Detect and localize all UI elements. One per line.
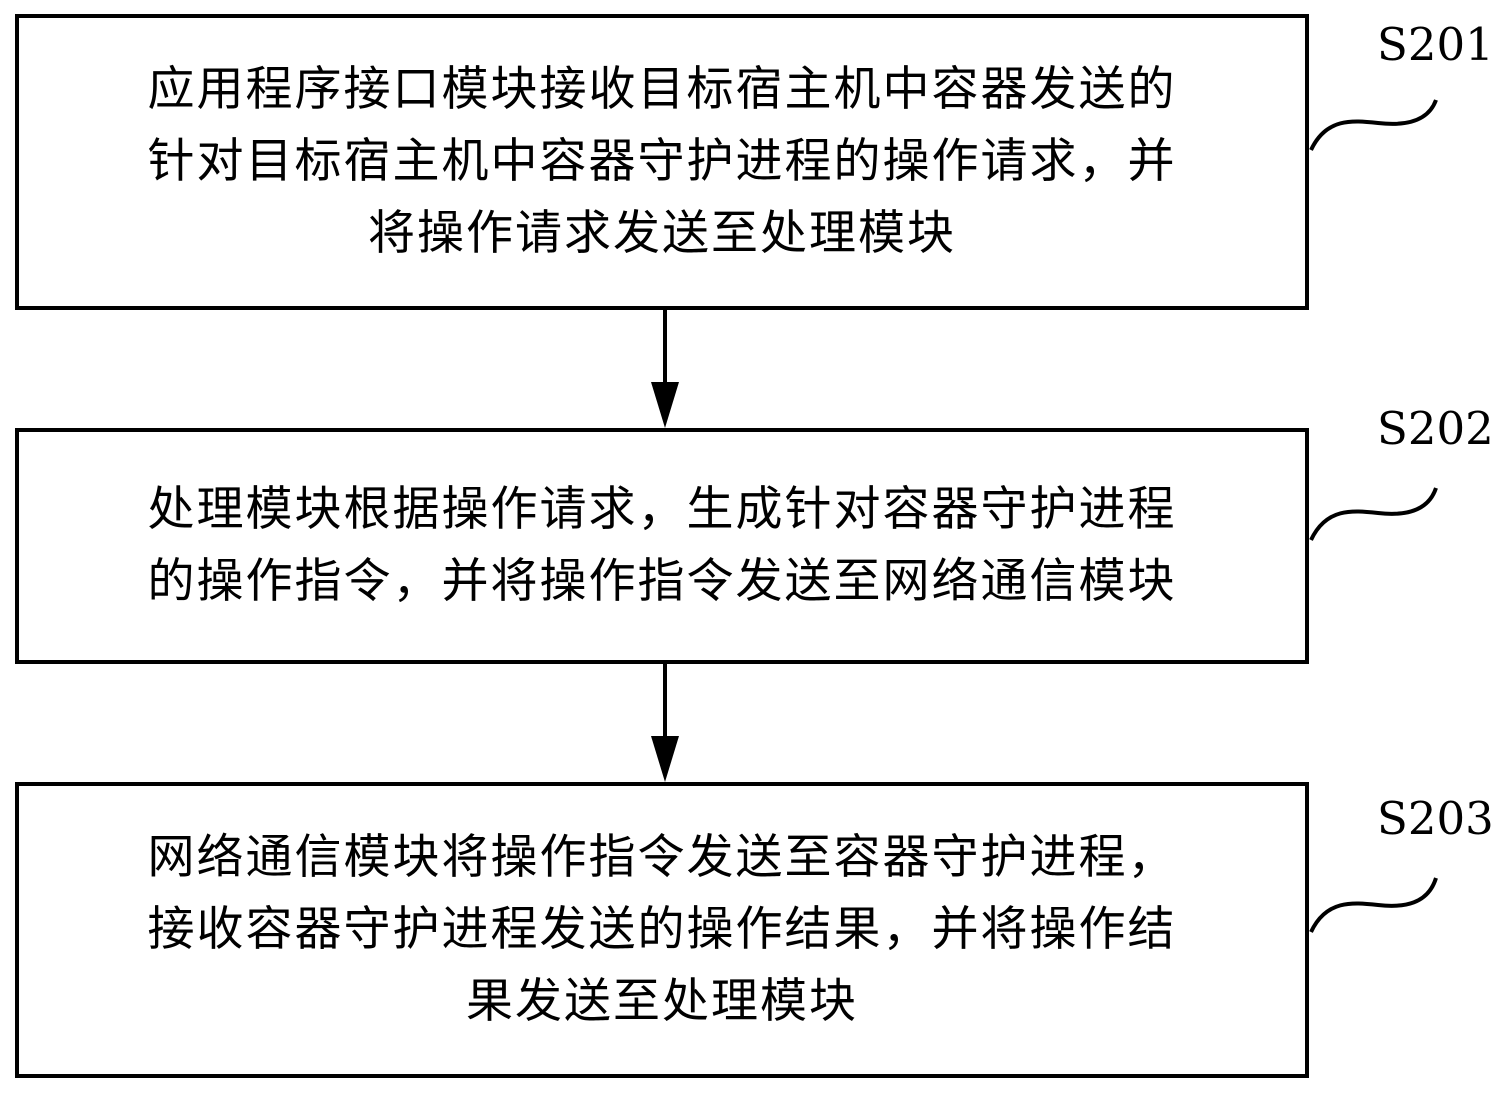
step-box-s201: 应用程序接口模块接收目标宿主机中容器发送的 针对目标宿主机中容器守护进程的操作请… xyxy=(15,14,1309,310)
step-label-s203: S203 xyxy=(1377,792,1494,845)
step-label-s201: S201 xyxy=(1377,18,1494,71)
leader-curve-s203 xyxy=(1309,877,1438,933)
step-text-line: 果发送至处理模块 xyxy=(466,974,858,1029)
step-text-line: 的操作指令，并将操作指令发送至网络通信模块 xyxy=(147,554,1177,609)
step-text-line: 处理模块根据操作请求，生成针对容器守护进程 xyxy=(147,482,1177,537)
step-text-line: 针对目标宿主机中容器守护进程的操作请求，并 xyxy=(147,134,1177,189)
leader-curve-s201 xyxy=(1309,99,1438,151)
step-text-line: 应用程序接口模块接收目标宿主机中容器发送的 xyxy=(147,62,1177,117)
step-label-s202: S202 xyxy=(1377,402,1494,455)
step-text-line: 接收容器守护进程发送的操作结果，并将操作结 xyxy=(147,902,1177,957)
step-text-line: 网络通信模块将操作指令发送至容器守护进程， xyxy=(147,830,1177,885)
step-text-line: 将操作请求发送至处理模块 xyxy=(368,206,956,261)
arrow-head-icon xyxy=(651,736,679,782)
arrow-s201-to-s202 xyxy=(651,310,679,428)
arrow-head-icon xyxy=(651,382,679,428)
step-box-s203: 网络通信模块将操作指令发送至容器守护进程， 接收容器守护进程发送的操作结果，并将… xyxy=(15,782,1309,1078)
leader-curve-s202 xyxy=(1309,487,1438,541)
arrow-s202-to-s203 xyxy=(651,664,679,782)
step-box-s202: 处理模块根据操作请求，生成针对容器守护进程 的操作指令，并将操作指令发送至网络通… xyxy=(15,428,1309,664)
